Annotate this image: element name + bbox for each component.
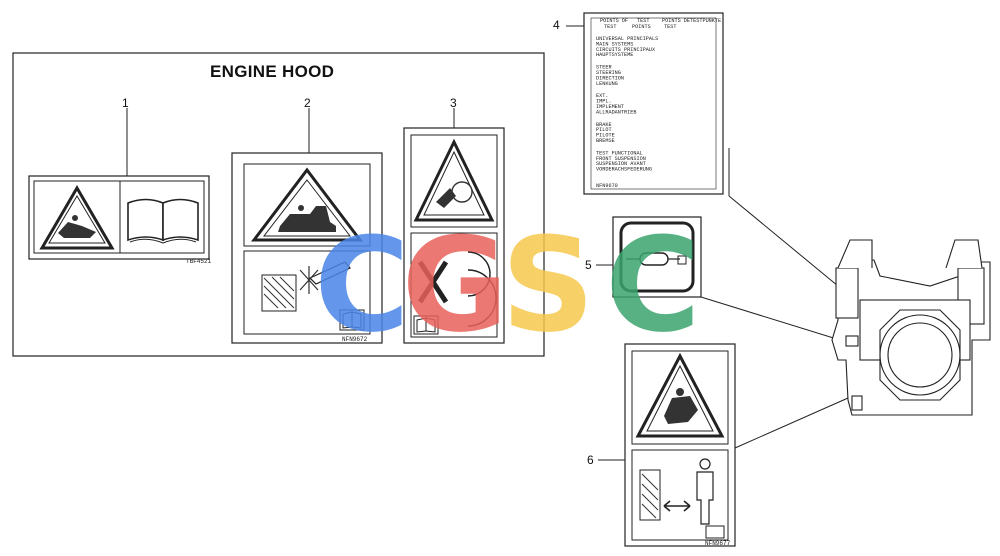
engine-hood-frame — [12, 52, 545, 357]
watermark-letter: G — [402, 209, 509, 361]
manual-book-small-icon — [413, 315, 439, 335]
watermark-letter: S — [501, 209, 595, 361]
sheet-line-text: UNIVERSAL PRINCIPALS — [596, 36, 658, 42]
sheet-line-text: PILOTE — [596, 133, 615, 139]
sheet-footer-code: NFN9670 — [596, 183, 618, 189]
machine-rear-view — [831, 239, 991, 416]
callout-6: 6 — [587, 453, 594, 467]
decal-2-code: NFN9672 — [342, 336, 368, 343]
crush-warning-triangle-icon — [39, 185, 115, 250]
callout-2: 2 — [304, 96, 311, 110]
decal-5 — [596, 216, 841, 341]
manual-book-small-icon — [705, 525, 725, 539]
decal-1-code: TBF4521 — [186, 258, 212, 265]
sheet-line-text: VORDERACHSFEDERUNG — [596, 167, 652, 173]
section-title: ENGINE HOOD — [210, 62, 335, 81]
sheet-line-text: CIRCUITS PRINCIPAUX — [596, 47, 656, 53]
keep-distance-person-icon — [639, 458, 714, 525]
sheet-line-text: DIRECTION — [596, 75, 624, 81]
watermark-letter: C — [605, 209, 700, 361]
sheet-line-text: IMPLEMENT — [596, 104, 624, 110]
sheet-line-text: SUSPENSION AVANT — [596, 161, 646, 167]
fan-entanglement-warning-icon — [413, 138, 495, 222]
callout-3: 3 — [450, 96, 457, 110]
fuel-filter-icon — [626, 252, 687, 266]
sheet-line-text: HAUPTSYSTEME — [596, 52, 633, 58]
sheet-line-text: BREMSE — [596, 138, 615, 144]
sheet-header-text: POINTS OF — [600, 18, 628, 24]
sheet-header-text: TEST — [604, 24, 616, 30]
sheet-line-text: ALLRADANTRIEB — [596, 109, 636, 115]
sheet-line-text: FRONT SUSPENSION — [596, 156, 646, 162]
sheet-line-text: MAIN SYSTEMS — [596, 41, 633, 47]
watermark-letter: C — [314, 209, 409, 361]
callout-1: 1 — [122, 96, 129, 110]
sheet-header-text: POINTS — [632, 24, 651, 30]
sheet-line-text: TEST FUNCTIONAL — [596, 150, 643, 156]
callout-5: 5 — [585, 258, 592, 272]
sheet-line-text: PILOT — [596, 127, 612, 133]
decal-3 — [403, 108, 505, 344]
sheet-line-text: STEERING — [596, 70, 621, 76]
decal-1 — [28, 108, 210, 260]
manual-book-icon — [127, 198, 199, 244]
sheet-line-text: EXT. — [596, 93, 608, 99]
decal-6-code: NFN9677 — [705, 540, 731, 547]
decal-6 — [598, 343, 849, 547]
pressure-hazard-icon — [261, 261, 351, 312]
sheet-header-text: POINTS DE — [662, 18, 690, 24]
callout-4: 4 — [553, 18, 560, 32]
sheet-header-text: TEST — [637, 18, 649, 24]
sheet-line-text: LENKUNG — [596, 81, 618, 87]
sheet-line-text: IMPL. — [596, 99, 612, 105]
sheet-line-text: BRAKE — [596, 122, 612, 128]
crush-hazard-warning-icon — [635, 352, 725, 438]
manual-book-small-icon — [339, 309, 365, 331]
fan-prohibition-icon — [417, 251, 497, 327]
decal-2 — [231, 108, 383, 344]
sheet-line-text: STEER — [596, 65, 612, 71]
sheet-header-text: TEST — [664, 24, 676, 30]
sheet-header-text: TESTPUNKTE — [690, 18, 721, 24]
machine-runover-warning-icon — [250, 167, 364, 242]
